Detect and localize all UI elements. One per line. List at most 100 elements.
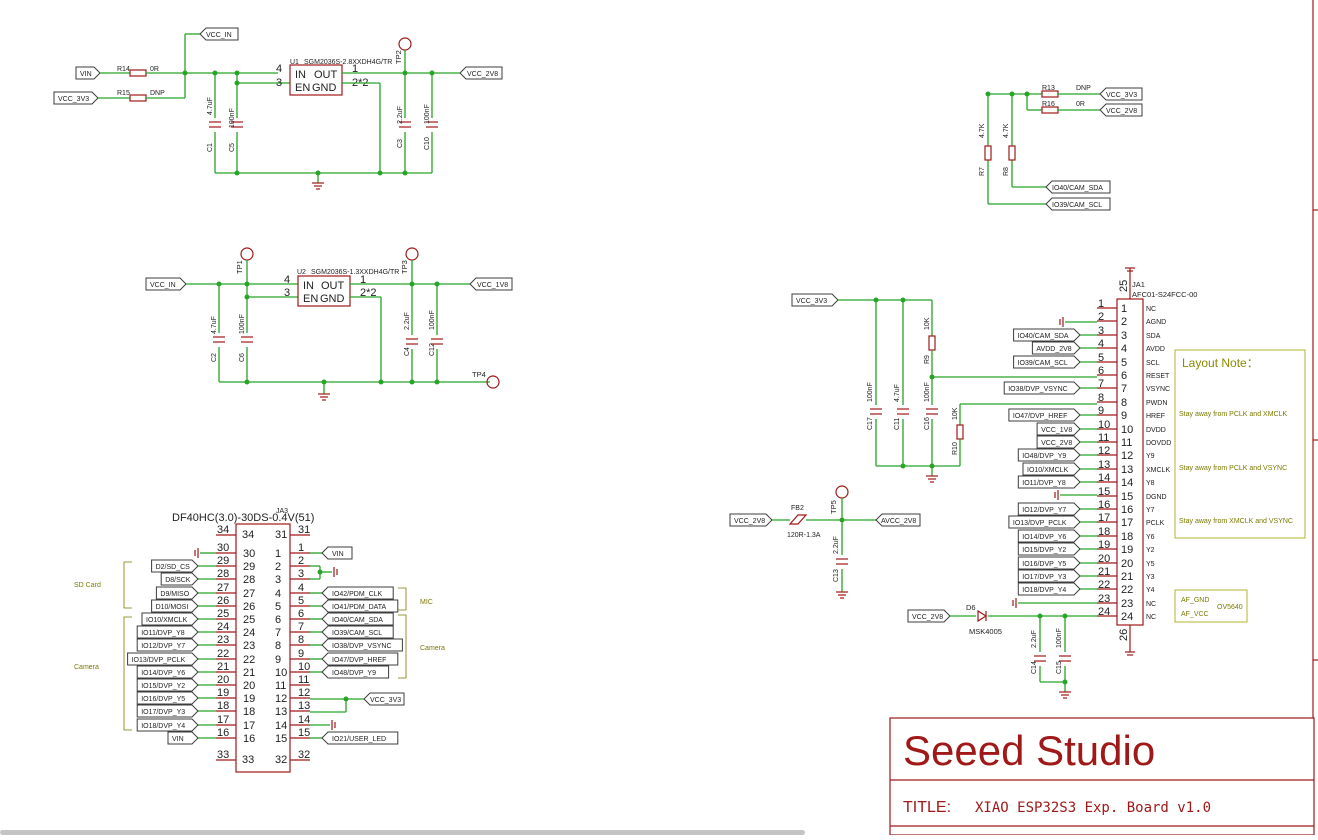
svg-text:C12: C12	[429, 343, 436, 356]
group-bracket-sd-card: SD Card	[74, 561, 132, 609]
svg-text:C17: C17	[867, 417, 874, 430]
net-label-avdd-vcc-2v8: VCC_2V8	[729, 513, 773, 527]
svg-text:120R-1.3A: 120R-1.3A	[787, 532, 821, 539]
pin-function: SDA	[1146, 333, 1161, 340]
pin-number-outer: 24	[1098, 606, 1110, 618]
svg-text:C14: C14	[1031, 661, 1038, 674]
pin-number-inner: 13	[1121, 464, 1133, 476]
pin-number-inner: 20	[1121, 558, 1133, 570]
svg-text:10K: 10K	[952, 407, 959, 420]
net-label: VIN	[172, 736, 184, 743]
svg-text:DNP: DNP	[150, 90, 165, 97]
svg-text:TP3: TP3	[400, 260, 409, 274]
pin-number: 19	[217, 687, 229, 699]
pin-function: Y6	[1146, 534, 1155, 541]
horizontal-scrollbar[interactable]	[0, 830, 805, 835]
u2-regulator-block: VCC_IN TP1 C2 4.7uF C6 100nF	[145, 247, 513, 401]
pin-number: 2	[298, 555, 304, 567]
group-bracket-camera-right: Camera	[398, 614, 445, 679]
pin-function: AGND	[1146, 319, 1166, 326]
net-label: AVDD_2V8	[1036, 346, 1071, 353]
net-label: IO47/DVP_HREF	[332, 657, 386, 664]
pin-number-outer: 9	[1098, 405, 1104, 417]
pin-function: Y9	[1146, 453, 1155, 460]
testpoint-tp1: TP1	[235, 247, 254, 284]
svg-text:R16: R16	[1042, 101, 1055, 108]
pin-number: 3	[298, 568, 304, 580]
capacitor-c5: C5 100nF	[229, 108, 244, 152]
pin-number-inner: 3	[1121, 330, 1127, 342]
svg-text:1: 1	[352, 63, 358, 75]
svg-text:VCC_3V3: VCC_3V3	[58, 96, 89, 103]
svg-text:VCC_2V8: VCC_2V8	[912, 614, 943, 621]
svg-text:100nF: 100nF	[1056, 628, 1063, 648]
svg-text:1: 1	[360, 274, 366, 286]
svg-text:C15: C15	[1056, 661, 1063, 674]
pin-number-inner: 2	[275, 561, 281, 573]
svg-text:R8: R8	[1003, 167, 1010, 176]
svg-text:3: 3	[276, 77, 282, 89]
capacitor-c15: C15 100nF	[1056, 628, 1072, 674]
resistor-r15	[129, 94, 147, 102]
pin-number-inner: 14	[1121, 477, 1133, 489]
pin-number-inner: 4	[275, 588, 281, 600]
resistor-r8	[1008, 145, 1016, 161]
pin-number-inner: 17	[1121, 517, 1133, 529]
layout-note-box: Layout Note： Stay away from PCLK and XMC…	[1174, 349, 1306, 539]
pin-function: SCL	[1146, 360, 1160, 367]
resistor-r14	[129, 69, 147, 77]
pin-number-inner: 12	[275, 693, 287, 705]
svg-text:2.2uF: 2.2uF	[1031, 630, 1038, 648]
capacitor-c1: C1 4.7uF	[207, 97, 222, 152]
group-bracket-mic: MIC	[398, 587, 433, 611]
net-label: IO12/DVP_Y7	[141, 643, 185, 650]
pin-number-inner: 8	[275, 640, 281, 652]
resistor-r10	[956, 424, 964, 440]
svg-text:U2: U2	[297, 269, 306, 276]
pin-number-outer: 7	[1098, 378, 1104, 390]
net-label: D2/SD_CS	[156, 564, 191, 571]
pin-number-inner: 28	[243, 574, 255, 586]
net-label: IO15/DVP_Y2	[141, 683, 185, 690]
pin-number-inner: 6	[275, 614, 281, 626]
svg-text:0R: 0R	[1076, 101, 1085, 108]
svg-text:C5: C5	[229, 143, 236, 152]
pin-number-outer: 15	[1098, 486, 1110, 498]
net-label-vcc-in: VCC_IN	[199, 27, 239, 41]
ja3-gnd-pin14	[310, 720, 336, 730]
pin-number-inner: 11	[275, 680, 286, 692]
pin-number-outer: 1	[1098, 298, 1104, 310]
ground-symbol-u2	[318, 393, 330, 401]
avdd-filter-block: VCC_2V8 FB2 120R-1.3A TP5 C13 2.2uF AVCC…	[729, 485, 921, 599]
pin-number: 7	[298, 621, 304, 633]
net-label-vcc-1v8: VCC_1V8	[469, 277, 513, 291]
svg-text:Layout Note：: Layout Note：	[1182, 356, 1259, 370]
pin-number: 16	[217, 727, 229, 739]
net-label: IO40/CAM_SDA	[1018, 333, 1069, 340]
svg-text:100nF: 100nF	[424, 104, 431, 124]
svg-text:32: 32	[298, 749, 310, 761]
svg-text:C13: C13	[833, 569, 840, 582]
svg-text:D6: D6	[966, 603, 976, 612]
pin-number-inner: 6	[1121, 370, 1127, 382]
pin-number-outer: 19	[1098, 539, 1110, 551]
net-label: IO10/XMCLK	[1027, 467, 1069, 474]
pin-function: Y2	[1146, 547, 1155, 554]
